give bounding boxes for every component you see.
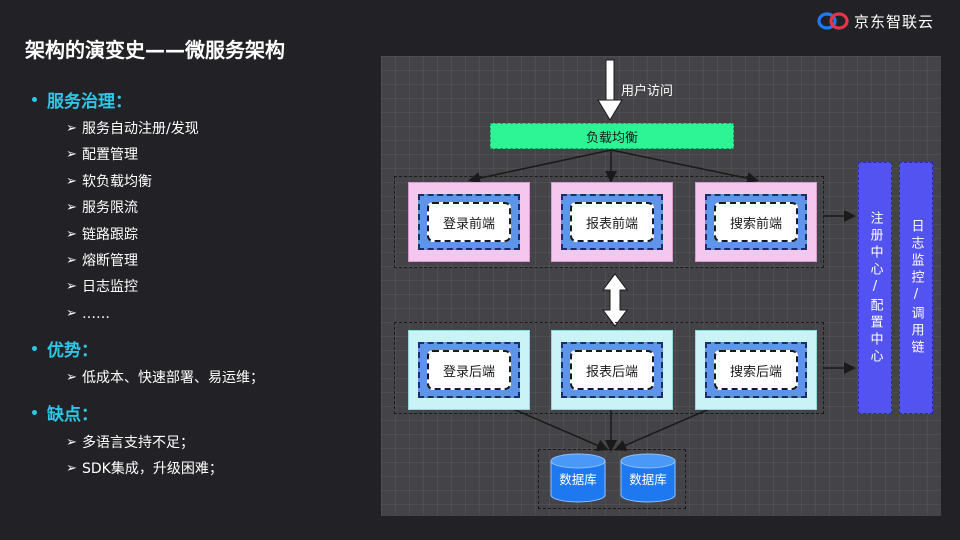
load-balancer-box: 负载均衡 — [490, 123, 734, 149]
service-label: 报表后端 — [570, 350, 654, 390]
database-2: 数据库 — [620, 453, 676, 503]
list-item: ➢链路跟踪 — [66, 222, 360, 248]
list-item: ➢低成本、快速部署、易运维； — [66, 365, 360, 391]
list-item: ➢SDK集成，升级困难； — [66, 456, 360, 482]
service-label: 搜索前端 — [714, 202, 798, 242]
user-access-arrow — [597, 59, 623, 121]
drawback-list: ➢多语言支持不足； ➢SDK集成，升级困难； — [66, 430, 360, 483]
feature-list: 服务治理： ➢服务自动注册/发现 ➢配置管理 ➢软负载均衡 ➢服务限流 ➢链路跟… — [30, 86, 360, 490]
list-item: ➢服务自动注册/发现 — [66, 116, 360, 142]
user-access-label: 用户访问 — [621, 84, 674, 99]
log-monitor-tracing: 日志监控/调用链 — [899, 162, 933, 414]
database-label: 数据库 — [629, 472, 667, 487]
login-backend: 登录后端 — [408, 330, 530, 410]
arrow-bullet-icon: ➢ — [66, 200, 77, 216]
brand-logo: 京东智联云 — [816, 10, 934, 32]
database-1: 数据库 — [550, 453, 606, 503]
arrow-bullet-icon: ➢ — [66, 279, 77, 295]
load-balancer-label: 负载均衡 — [585, 130, 638, 146]
section-heading: 服务治理： — [30, 86, 360, 112]
list-item: ➢配置管理 — [66, 142, 360, 168]
database-label: 数据库 — [559, 472, 597, 487]
list-item: ➢日志监控 — [66, 274, 360, 300]
arrow-bullet-icon: ➢ — [66, 226, 77, 242]
search-frontend: 搜索前端 — [695, 182, 817, 262]
database-icon — [550, 453, 606, 503]
list-item: ➢服务限流 — [66, 195, 360, 221]
page-title: 架构的演变史——微服务架构 — [25, 38, 285, 62]
logo-icon — [817, 12, 849, 30]
architecture-diagram: 用户访问 负载均衡 登录前端 报表前端 搜索前端 登录后端 报表后端 搜索后端 … — [381, 56, 941, 516]
database-group — [538, 449, 686, 509]
advantage-list: ➢低成本、快速部署、易运维； — [66, 365, 360, 391]
service-mid: 报表后端 — [561, 342, 663, 398]
service-label: 登录前端 — [427, 202, 511, 242]
arrow-bullet-icon: ➢ — [66, 460, 77, 476]
service-label: 搜索后端 — [714, 350, 798, 390]
arrow-bullet-icon: ➢ — [66, 121, 77, 136]
governance-list: ➢服务自动注册/发现 ➢配置管理 ➢软负载均衡 ➢服务限流 ➢链路跟踪 ➢熔断管… — [66, 116, 360, 327]
frontend-group — [394, 176, 824, 268]
login-frontend: 登录前端 — [408, 182, 530, 262]
monitor-label: 日志监控/调用链 — [908, 219, 924, 357]
arrow-bullet-icon: ➢ — [66, 173, 77, 189]
arrow-bullet-icon: ➢ — [66, 252, 77, 268]
service-mid: 登录前端 — [418, 194, 520, 250]
backend-group — [394, 322, 824, 414]
database-icon — [620, 453, 676, 503]
arrow-bullet-icon: ➢ — [66, 305, 77, 321]
service-mid: 搜索前端 — [705, 194, 807, 250]
logo-text: 京东智联云 — [853, 12, 934, 31]
list-item: ➢多语言支持不足； — [66, 430, 360, 456]
bullet-dot-icon — [32, 96, 37, 102]
bullet-dot-icon — [32, 410, 37, 416]
section-heading-text: 缺点： — [47, 405, 98, 426]
registry-config-center: 注册中心/配置中心 — [858, 162, 892, 414]
bullet-dot-icon — [32, 345, 37, 351]
list-item: ➢…… — [66, 301, 360, 327]
search-backend: 搜索后端 — [695, 330, 817, 410]
arrow-bullet-icon: ➢ — [66, 434, 77, 450]
section-heading: 优势： — [30, 335, 360, 361]
service-mid: 报表前端 — [561, 194, 663, 250]
service-label: 登录后端 — [427, 350, 511, 390]
bidirectional-arrow — [602, 273, 628, 327]
service-label: 报表前端 — [570, 202, 654, 242]
section-heading-text: 服务治理： — [47, 91, 132, 112]
service-mid: 登录后端 — [418, 342, 520, 398]
section-heading-text: 优势： — [47, 340, 98, 361]
connector-layer — [468, 59, 856, 452]
report-frontend: 报表前端 — [551, 182, 673, 262]
connector-arrow — [468, 149, 612, 184]
arrow-bullet-icon: ➢ — [66, 147, 77, 163]
registry-label: 注册中心/配置中心 — [867, 210, 883, 366]
service-mid: 搜索后端 — [705, 342, 807, 398]
list-item: ➢熔断管理 — [66, 248, 360, 274]
report-backend: 报表后端 — [551, 330, 673, 410]
list-item: ➢软负载均衡 — [66, 169, 360, 195]
connector-arrow — [610, 149, 759, 185]
arrow-bullet-icon: ➢ — [66, 370, 77, 386]
section-heading: 缺点： — [30, 400, 360, 426]
